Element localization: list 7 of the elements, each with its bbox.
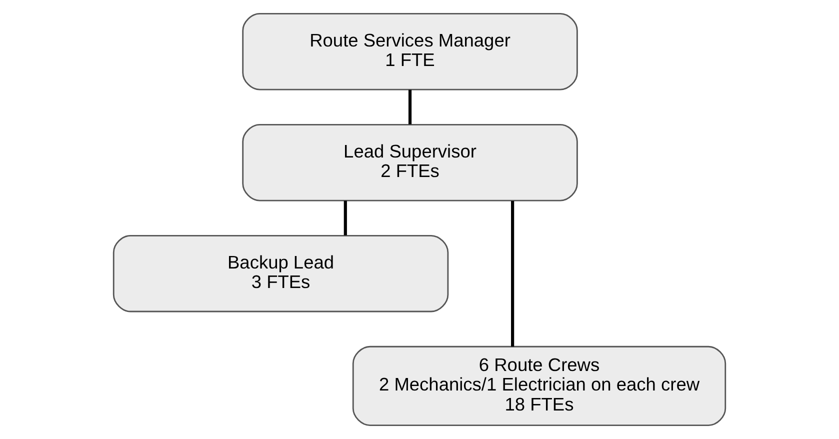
node-box: Route Services Manager 1 FTE — [242, 13, 578, 90]
node-box: Backup Lead 3 FTEs — [112, 234, 449, 312]
node-box: 6 Route Crews 2 Mechanics/1 Electrician on each crew 18 FTEs — [352, 346, 726, 426]
node-box: Lead Supervisor 2 FTEs — [242, 124, 578, 202]
connector — [344, 200, 347, 236]
connector — [511, 201, 514, 347]
connector — [408, 90, 412, 124]
